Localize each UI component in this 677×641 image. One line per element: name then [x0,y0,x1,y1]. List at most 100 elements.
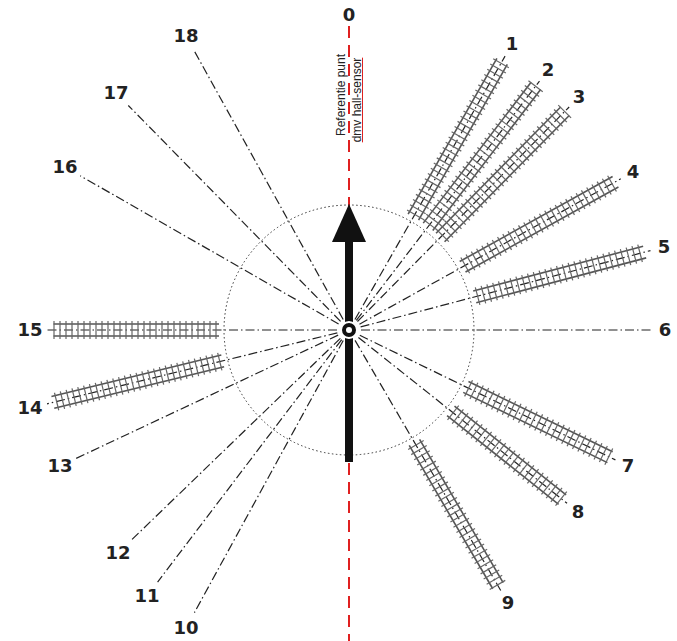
sleeper [137,321,138,339]
sleeper [540,417,548,433]
sleeper [503,234,512,250]
pivot [341,322,357,338]
track-number: 10 [173,619,198,637]
sleeper [567,430,575,446]
sleeper [504,280,509,297]
track-axis [128,106,340,322]
sleeper [487,243,496,259]
sleeper [529,220,538,236]
track-number: 3 [573,88,586,106]
sleeper [580,260,585,277]
sleeper [534,217,543,233]
track-axis [360,335,616,460]
sleeper [148,370,152,387]
track-axis [47,333,337,404]
track-number: 2 [542,61,555,79]
track-number: 0 [343,6,356,24]
track-axis [80,176,338,324]
sleeper [107,380,111,397]
sleeper [113,378,117,395]
sleeper [183,361,187,378]
sleeper [161,321,162,339]
sleeper [89,384,93,401]
sleeper [608,176,617,192]
sleeper [546,420,554,436]
sleeper [89,321,90,339]
sleeper [59,321,60,339]
bridge-arrow-head [332,204,366,242]
rail [419,64,508,220]
sleeper [632,246,637,263]
sleeper [562,264,567,281]
sleeper [605,449,613,465]
sleeper [177,363,181,380]
rail [460,176,613,261]
sleeper [528,274,533,291]
track-axis [361,251,651,327]
sleeper [83,321,84,339]
sleeper [519,225,528,241]
sleeper [218,353,222,370]
sleeper [513,404,521,420]
sleeper [154,369,158,386]
sleeper [77,321,78,339]
sleeper [626,248,631,265]
sleeper [539,214,548,230]
track-axis [195,51,344,319]
rail [51,355,221,397]
sleeper [209,321,210,339]
track-number: 1 [506,35,519,53]
sleeper [556,492,567,506]
reference-note: Referentie punt [335,53,347,137]
sleeper [581,190,590,206]
track-number: 9 [502,594,515,612]
sleeper [568,263,573,280]
sleeper [578,435,586,451]
sleeper [493,283,498,300]
sleeper [562,428,570,444]
sleeper [638,245,643,262]
sleeper [65,321,66,339]
sleeper [490,580,506,589]
track-axis [359,179,620,324]
sleeper [142,371,146,388]
rail [463,392,607,462]
sleeper [165,366,169,383]
sleeper [499,281,504,298]
rail [409,445,493,588]
sleeper [475,385,483,401]
sleeper [481,286,486,303]
sleeper [513,228,522,244]
sleeper [197,321,198,339]
sleeper [620,249,625,266]
sleeper [173,321,174,339]
sleeper [508,231,517,247]
sleeper [615,251,620,268]
sleeper [53,321,54,339]
sleeper [113,321,114,339]
sleeper [589,441,597,457]
sleeper [533,272,538,289]
track-axis [358,337,567,503]
sleeper [592,185,601,201]
sleeper [599,446,607,462]
sleeper [475,287,480,304]
sleeper [189,360,193,377]
sleeper [583,438,591,454]
rail [54,367,224,409]
sleeper [597,255,602,272]
track-number: 7 [622,457,635,475]
track-number: 5 [658,238,671,256]
sleeper [136,373,140,390]
sleeper [535,414,543,430]
sleeper [206,356,210,373]
track-axis [76,335,338,458]
sleeper [78,387,82,404]
track-number: 15 [17,321,42,339]
rail [447,416,559,505]
sleeper [482,246,491,262]
track-number: 16 [52,158,77,176]
sleeper [487,284,492,301]
track-number: 12 [105,544,130,562]
sleeper [54,393,58,410]
